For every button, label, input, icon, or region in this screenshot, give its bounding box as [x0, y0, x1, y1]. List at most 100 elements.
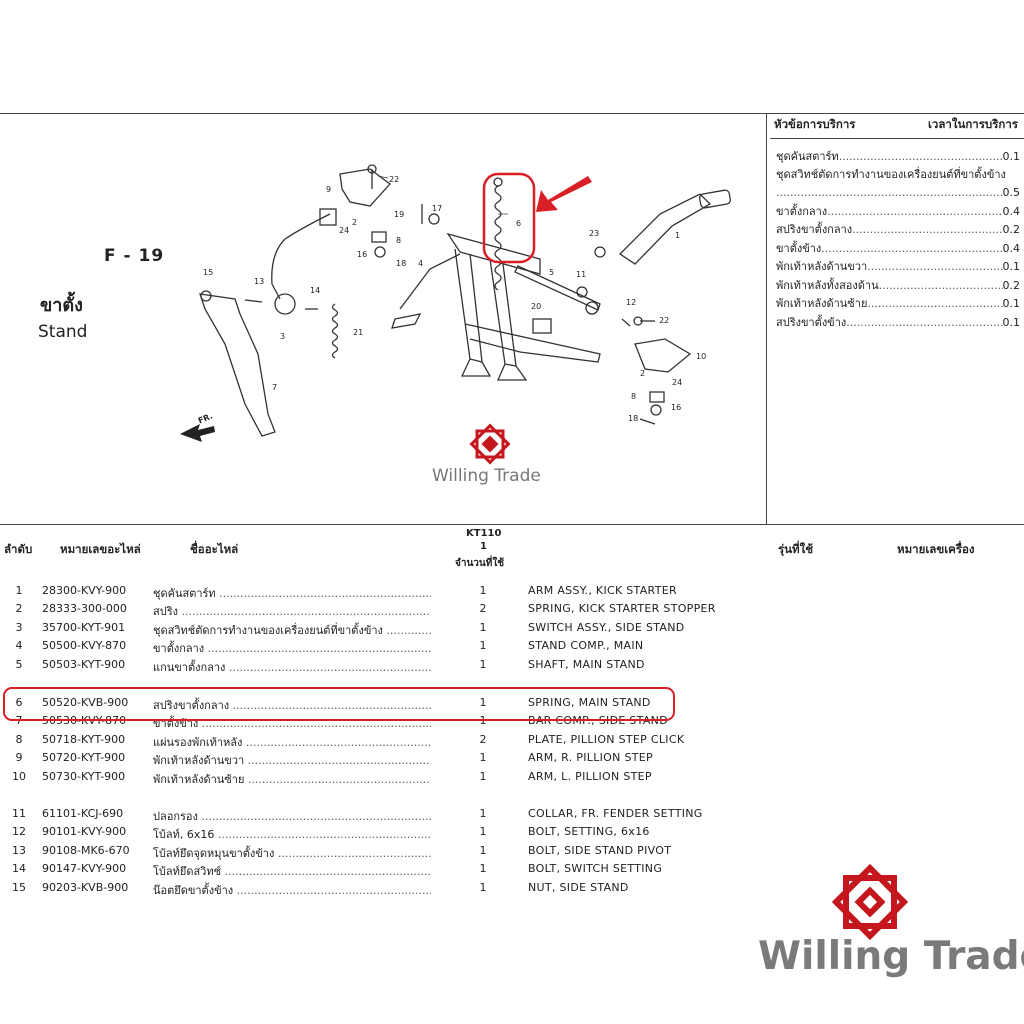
callout-17: 17 [432, 204, 442, 213]
service-time-panel: หัวข้อการบริการ เวลาในการบริการ ชุดคันสต… [770, 114, 1024, 524]
callout-18b: 18 [628, 414, 638, 423]
part-name-th: สปริง [153, 602, 431, 620]
service-row: ขาตั้งกลาง0.4 [776, 205, 1020, 219]
callout-16: 16 [357, 250, 367, 259]
col-header-used-model: รุ่นที่ใช้ [778, 542, 814, 556]
callout-14: 14 [310, 286, 320, 295]
quantity: 2 [479, 602, 487, 615]
quantity: 1 [479, 696, 487, 709]
exploded-view-drawing: 1 2 2 3 4 5 6 7 8 8 9 10 11 12 13 14 15 … [180, 164, 732, 465]
part-name-en: SPRING, MAIN STAND [528, 696, 651, 709]
diagram-title-th: ขาตั้ง [40, 295, 83, 316]
service-row: สปริงขาตั้งข้าง0.1 [776, 316, 1020, 330]
quantity: 1 [479, 751, 487, 764]
service-row: ชุดคันสตาร์ท0.1 [776, 150, 1020, 164]
callout-8b: 8 [631, 392, 636, 401]
col-header-model-sub: 1 [480, 541, 487, 552]
service-row: สปริงขาตั้งกลาง0.2 [776, 223, 1020, 237]
part-name-th: โบ้ลท์, 6x16 [153, 825, 431, 843]
part-number: 90147-KVY-900 [42, 862, 127, 875]
col-header-no: ลำดับ [4, 542, 33, 556]
part-name-th: แผ่นรองพักเท้าหลัง [153, 733, 431, 751]
callout-3: 3 [280, 332, 285, 341]
service-row: ชุดสวิทช์ตัดการทำงานของเครื่องยนต์ที่ขาต… [776, 168, 1006, 181]
callout-21: 21 [353, 328, 363, 337]
row-number: 12 [12, 825, 26, 838]
callout-23: 23 [589, 229, 599, 238]
part-number: 90101-KVY-900 [42, 825, 127, 838]
callout-4: 4 [418, 259, 423, 268]
part-name-th: ชุดคันสตาร์ท [153, 584, 431, 602]
callout-16b: 16 [671, 403, 681, 412]
part-name-th: ชุดสวิทช์ตัดการทำงานของเครื่องยนต์ที่ขาต… [153, 621, 431, 639]
row-6-highlight [3, 687, 675, 721]
service-row: 0.5 [776, 186, 1021, 200]
quantity: 1 [479, 639, 487, 652]
callout-11: 11 [576, 270, 586, 279]
row-number: 13 [12, 844, 26, 857]
callout-22b: 22 [659, 316, 669, 325]
table-row: 1050730-KYT-900พักเท้าหลังด้านซ้าย1ARM, … [0, 768, 1024, 786]
service-row: พักเท้าหลังด้านซ้าย0.1 [776, 297, 1020, 311]
row-number: 8 [15, 733, 23, 746]
callout-8: 8 [396, 236, 401, 245]
part-number: 28333-300-000 [42, 602, 127, 615]
col-header-engine-no: หมายเลขเครื่อง [897, 542, 975, 556]
part-name-en: PLATE, PILLION STEP CLICK [528, 733, 685, 746]
part-name-th: พักเท้าหลังด้านซ้าย [153, 770, 431, 788]
part-name-en: ARM, R. PILLION STEP [528, 751, 653, 764]
part-name-en: SWITCH ASSY., SIDE STAND [528, 621, 685, 634]
service-row: ขาตั้งข้าง0.4 [776, 242, 1020, 256]
panel-divider [766, 113, 767, 525]
part-number: 50500-KVY-870 [42, 639, 127, 652]
part-name-th: พักเท้าหลังด้านขวา [153, 751, 431, 769]
callout-5: 5 [549, 268, 554, 277]
quantity: 1 [479, 825, 487, 838]
callout-2: 2 [352, 218, 357, 227]
brand-logo-icon [831, 863, 909, 941]
callout-7: 7 [272, 383, 277, 392]
callout-24b: 24 [672, 378, 682, 387]
row-number: 10 [12, 770, 26, 783]
part-name-en: BOLT, SIDE STAND PIVOT [528, 844, 672, 857]
col-header-qty: จำนวนที่ใช้ [455, 558, 505, 569]
top-border [0, 113, 1024, 114]
row-number: 5 [15, 658, 23, 671]
part-name-en: COLLAR, FR. FENDER SETTING [528, 807, 703, 820]
callout-10: 10 [696, 352, 706, 361]
col-header-model: KT110 [466, 528, 502, 539]
row-number: 6 [15, 696, 23, 709]
row-number: 4 [15, 639, 23, 652]
part-name-en: ARM, L. PILLION STEP [528, 770, 652, 783]
row-number: 2 [15, 602, 23, 615]
part-number: 28300-KVY-900 [42, 584, 127, 597]
part-number: 50503-KYT-900 [42, 658, 126, 671]
row-number: 3 [15, 621, 23, 634]
highlight-arrow [536, 176, 592, 212]
part-name-th: โบ้ลท์ยึดสวิทช์ [153, 862, 431, 880]
callout-6: 6 [516, 219, 521, 228]
service-topic-header: หัวข้อการบริการ [774, 117, 856, 131]
callout-24: 24 [339, 226, 349, 235]
part-name-en: ARM ASSY., KICK STARTER [528, 584, 677, 597]
callout-9: 9 [326, 185, 331, 194]
service-row: พักเท้าหลังด้านขวา0.1 [776, 260, 1020, 274]
watermark-logo-icon [469, 423, 511, 465]
part-name-th: ขาตั้งกลาง [153, 639, 431, 657]
part-name-th: น๊อตยึดขาตั้งข้าง [153, 881, 431, 899]
table-top-border [0, 524, 1024, 525]
part-number: 90203-KVB-900 [42, 881, 129, 894]
part-number: 50720-KYT-900 [42, 751, 126, 764]
table-row: 850718-KYT-900แผ่นรองพักเท้าหลัง2PLATE, … [0, 731, 1024, 749]
quantity: 2 [479, 733, 487, 746]
callout-15: 15 [203, 268, 213, 277]
row-number: 11 [12, 807, 26, 820]
col-header-part-no: หมายเลขอะไหล่ [60, 542, 141, 556]
part-name-en: BOLT, SWITCH SETTING [528, 862, 663, 875]
quantity: 1 [479, 658, 487, 671]
